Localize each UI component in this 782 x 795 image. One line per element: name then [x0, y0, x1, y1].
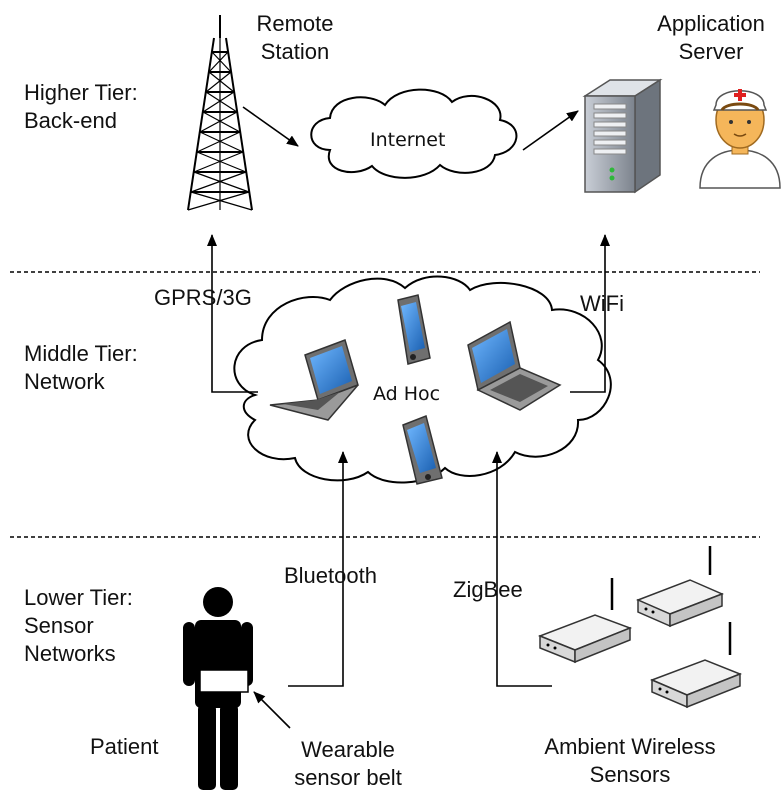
bluetooth-label: Bluetooth [284, 563, 377, 588]
ad-hoc-label: Ad Hoc [373, 383, 441, 405]
ad-hoc-cloud [233, 275, 612, 484]
laptop-left-icon [269, 339, 359, 421]
radio-tower-icon [187, 15, 253, 211]
application-server-icon [582, 78, 663, 194]
arrow-zigbee [492, 451, 552, 687]
wireless-router-1-icon [537, 578, 633, 664]
wireless-router-2-icon [636, 546, 724, 628]
laptop-right-icon [467, 320, 562, 411]
patient-label: Patient [90, 734, 159, 759]
arrow-internet-to-server [522, 110, 579, 151]
patient-icon [183, 587, 253, 790]
wireless-router-3-icon [649, 622, 743, 709]
mobile-device-bottom-icon [402, 414, 443, 485]
application-server-label: Application Server [657, 11, 765, 64]
ambient-sensors-label: Ambient Wireless Sensors [544, 734, 716, 787]
mobile-device-top-icon [397, 294, 431, 365]
wifi-label: WiFi [580, 291, 624, 316]
arrow-tower-to-internet [242, 106, 299, 147]
belt-label: Wearable sensor belt [294, 737, 402, 790]
gprs-label: GPRS/3G [154, 285, 252, 310]
remote-station-label: Remote Station [256, 11, 334, 64]
arrow-belt-pointer [253, 691, 291, 729]
arrow-wifi-to-server [570, 234, 610, 393]
arrow-gprs-to-tower [207, 234, 258, 393]
nurse-icon [699, 89, 781, 189]
tier-label-lower: Lower Tier: Sensor Networks [24, 585, 133, 666]
zigbee-label: ZigBee [453, 577, 523, 602]
arrow-bluetooth [288, 451, 348, 687]
internet-cloud [310, 88, 518, 179]
internet-label: Internet [370, 129, 446, 151]
tier-label-middle: Middle Tier: Network [24, 341, 138, 394]
tier-label-higher: Higher Tier: Back-end [24, 80, 138, 133]
